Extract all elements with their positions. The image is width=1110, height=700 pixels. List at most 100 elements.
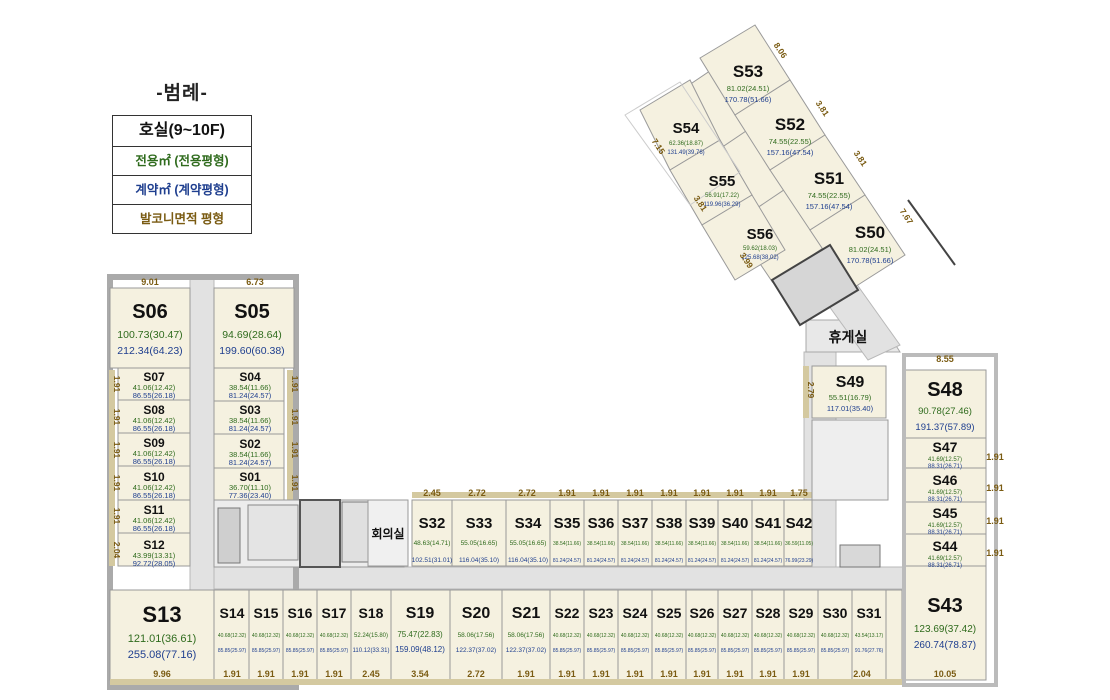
balcony-value: 1.91 [986, 483, 1004, 493]
unit-S10-cont: 86.55(26.18) [133, 491, 176, 500]
legend-contract-area: 계약㎡ (계약평형) [113, 175, 251, 204]
unit-S37-cont: 81.24(24.57) [621, 558, 650, 564]
balcony-value: 3.54 [411, 669, 429, 679]
meeting-room-label: 회의실 [371, 526, 404, 541]
balcony-value: 1.91 [693, 488, 711, 498]
balcony-value: 1.91 [759, 669, 777, 679]
unit-S01-excl: 36.70(11.10) [229, 483, 271, 492]
balcony-value: 1.75 [790, 488, 808, 498]
balcony-value: 1.91 [112, 475, 122, 492]
unit-S24-id: S24 [623, 605, 648, 621]
unit-S03-excl: 38.54(11.66) [229, 416, 271, 425]
unit-S41-excl: 38.54(11.66) [754, 541, 782, 547]
unit-S15-id: S15 [254, 605, 279, 621]
unit-S33-id: S33 [466, 515, 493, 532]
unit-S34-id: S34 [515, 515, 542, 532]
unit-S02-cont: 81.24(24.57) [229, 458, 272, 467]
unit-S31-cont: 91.76(27.76) [855, 648, 884, 654]
unit-S33-cont: 116.04(35.10) [459, 557, 499, 564]
unit-S03-cont: 81.24(24.57) [229, 424, 272, 433]
balcony-value: 1.91 [112, 442, 122, 459]
unit-S41-cont: 81.24(24.57) [754, 558, 783, 564]
unit-S22-excl: 40.68(12.32) [553, 633, 582, 639]
unit-S25-cont: 85.85(25.97) [655, 648, 684, 654]
unit-S06-cont: 212.34(64.23) [117, 345, 182, 357]
balcony-value: 1.91 [986, 516, 1004, 526]
unit-S05-cont: 199.60(60.38) [219, 345, 284, 357]
unit-S48-cont: 191.37(57.89) [915, 422, 974, 433]
unit-S17-id: S17 [322, 605, 347, 621]
unit-S49-id: S49 [836, 374, 865, 391]
unit-S24-cont: 85.85(25.97) [621, 648, 650, 654]
balcony-value: 1.91 [626, 488, 644, 498]
balcony-value: 1.91 [759, 488, 777, 498]
right-wing [803, 353, 998, 687]
unit-S56-cont: 125.68(38.02) [741, 255, 778, 261]
unit-S46-excl: 41.69(12.57) [928, 490, 962, 496]
unit-S40-cont: 81.24(24.57) [721, 558, 750, 564]
unit-S37-id: S37 [622, 515, 649, 532]
balcony-value: 1.91 [693, 669, 711, 679]
balcony-value: 1.91 [986, 548, 1004, 558]
unit-S39-cont: 81.24(24.57) [688, 558, 717, 564]
unit-S54-excl: 62.36(18.87) [669, 141, 703, 147]
balcony-value: 6.73 [246, 277, 264, 287]
unit-S11-excl: 41.06(12.42) [133, 516, 176, 525]
unit-S07-excl: 41.06(12.42) [133, 383, 176, 392]
unit-S10-id: S10 [143, 470, 165, 484]
unit-S10-excl: 41.06(12.42) [133, 483, 176, 492]
balcony-value: 1.91 [592, 669, 610, 679]
unit-S05-excl: 94.69(28.64) [222, 329, 282, 341]
unit-S25-excl: 40.68(12.32) [655, 633, 684, 639]
unit-S52-id: S52 [775, 115, 805, 134]
unit-S53-excl: 81.02(24.51) [727, 84, 770, 93]
unit-S39-id: S39 [689, 515, 716, 532]
unit-S44-excl: 41.69(12.57) [928, 556, 962, 562]
balcony-value: 3.81 [814, 99, 832, 119]
unit-S15-cont: 85.85(25.97) [252, 648, 281, 654]
unit-S52-cont: 157.16(47.54) [767, 148, 814, 157]
balcony-value: 2.79 [806, 382, 816, 399]
unit-S07-cont: 86.55(26.18) [133, 391, 176, 400]
unit-S50-cont: 170.78(51.66) [847, 256, 894, 265]
unit-S04-cont: 81.24(24.57) [229, 391, 272, 400]
unit-S26-excl: 40.68(12.32) [688, 633, 717, 639]
unit-S38-id: S38 [656, 515, 683, 532]
unit-S54-id: S54 [673, 120, 700, 137]
unit-S44-id: S44 [933, 538, 958, 554]
balcony-value: 1.91 [986, 452, 1004, 462]
unit-S42-excl: 36.59(11.05) [785, 541, 813, 547]
unit-S17-excl: 40.68(12.32) [320, 633, 349, 639]
diagonal-wing [624, 24, 956, 327]
unit-S31-id: S31 [857, 605, 882, 621]
unit-S26-cont: 85.85(25.97) [688, 648, 717, 654]
balcony-value: 1.91 [257, 669, 275, 679]
unit-S53-id: S53 [733, 62, 763, 81]
balcony-value: 1.91 [223, 669, 241, 679]
unit-S37-excl: 38.54(11.66) [621, 541, 649, 547]
unit-S49-cont: 117.01(35.40) [827, 404, 874, 413]
unit-S18-cont: 110.12(33.31) [353, 648, 390, 654]
unit-S03-id: S03 [239, 403, 261, 417]
unit-S14-cont: 85.85(25.97) [218, 648, 247, 654]
unit-S50-excl: 81.02(24.51) [849, 245, 892, 254]
balcony-value: 2.45 [423, 488, 441, 498]
unit-S29-id: S29 [789, 605, 814, 621]
unit-S46-id: S46 [933, 472, 958, 488]
unit-S53-cont: 170.78(51.66) [725, 95, 772, 104]
balcony-value: 1.91 [726, 669, 744, 679]
unit-S07-id: S07 [143, 370, 165, 384]
unit-S16-cont: 85.85(25.97) [286, 648, 315, 654]
unit-S09-cont: 86.55(26.18) [133, 457, 176, 466]
unit-S47-cont: 88.31(26.71) [928, 464, 962, 470]
unit-S32-id: S32 [419, 515, 446, 532]
balcony-value: 9.96 [153, 669, 171, 679]
unit-S51-cont: 157.16(47.54) [806, 202, 853, 211]
unit-labels: S06 100.73(30.47) 212.34(64.23) S05 94.6… [117, 62, 976, 661]
unit-S14-excl: 40.68(12.32) [218, 633, 247, 639]
unit-S11-id: S11 [144, 503, 165, 517]
unit-S34-cont: 116.04(35.10) [508, 557, 548, 564]
unit-S43-cont: 260.74(78.87) [914, 640, 976, 651]
unit-S30-id: S30 [823, 605, 848, 621]
unit-S27-id: S27 [723, 605, 748, 621]
